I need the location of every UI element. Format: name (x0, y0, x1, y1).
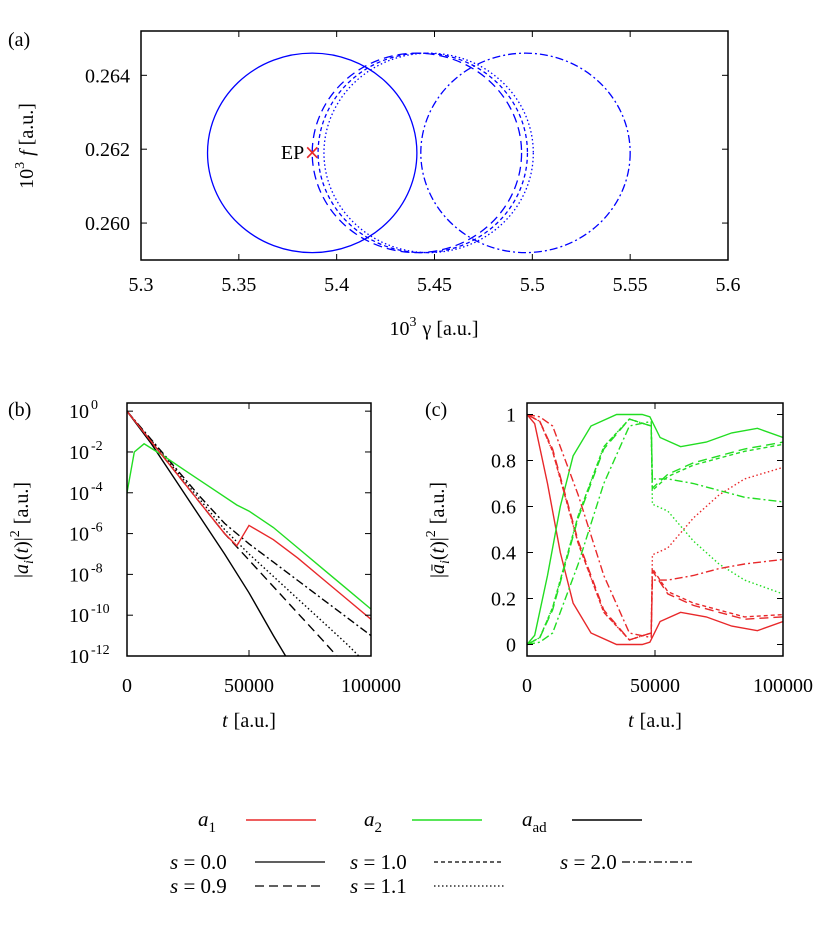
panel-c-ytick-label: 0 (506, 635, 516, 657)
panel-c-frame (526, 402, 784, 657)
panel-c-series-a1-s0-9 (527, 413, 783, 641)
panel-a-ticks: 5.3 5.35 5.4 5.45 5.5 5.55 5.6 0.260 0.262 0.264 (85, 31, 741, 296)
panel-a-curves (206, 52, 631, 254)
panel-a-xtick-label: 5.6 (716, 274, 741, 296)
panel-a-ylabel: 103f[a.u.] (13, 103, 38, 189)
panel-b-ytick-label: 10 (69, 646, 89, 668)
panel-c-ylabel: |āi(t)|2[a.u.] (424, 482, 453, 578)
panel-b-xtick-label: 50000 (224, 675, 274, 697)
panel-c-series-a2-s1-1 (527, 418, 783, 646)
panel-c-ytick-label: 0.8 (491, 451, 516, 473)
panel-c-series-a2-s2 (527, 420, 783, 646)
legend-style-label: s = 2.0 (560, 850, 617, 874)
panel-a-xtick-label: 5.35 (221, 274, 256, 296)
panel-b-ytick-exponent: -6 (91, 521, 103, 536)
legend-label-aad: aad (522, 807, 547, 836)
panel-b-ytick-exponent: 0 (91, 398, 98, 413)
legend-style-label: s = 0.0 (170, 850, 227, 874)
panel-a-ytick-label: 0.260 (85, 213, 130, 235)
panel-c-ytick-label: 0.6 (491, 497, 516, 519)
panel-c-xtick-label: 0 (522, 675, 532, 697)
panel-b-series-aad-s1-1 (127, 410, 360, 656)
ellipse-s-1-1 (323, 52, 534, 254)
panel-c-series-a2-s0-9 (527, 418, 783, 646)
panel-c-ytick-label: 0.4 (491, 543, 516, 565)
panel-c-series-a1-s2 (527, 413, 783, 639)
panel-a-ytick-label: 0.262 (85, 139, 130, 161)
panel-c-series-a1-s0 (527, 414, 783, 646)
panel-b-curves (127, 410, 371, 656)
panel-b-ytick-exponent: -10 (91, 602, 110, 617)
panel-c-xtick-label: 100000 (753, 675, 813, 697)
panel-a-ytick-label: 0.264 (85, 65, 130, 87)
panel-b-ytick-label: 10 (69, 483, 89, 505)
panel-b-series-aad-s2 (127, 410, 371, 637)
ellipse-s-2 (420, 52, 631, 254)
ellipse-s-0 (206, 52, 418, 254)
panel-b-series-a1-s0 (127, 410, 371, 620)
panel-label-c: (c) (425, 399, 447, 421)
panel-b-ytick-label: 10 (69, 401, 89, 423)
panel-b-ytick-label: 10 (69, 524, 89, 546)
legend-style-label: s = 1.1 (350, 874, 407, 898)
panel-c-ytick-label: 1 (506, 405, 516, 427)
panel-a-xtick-label: 5.55 (613, 274, 648, 296)
panel-a-xtick-label: 5.45 (417, 274, 452, 296)
panel-b-ytick-exponent: -4 (91, 480, 103, 495)
legend-style-label: s = 1.0 (350, 850, 407, 874)
legend-color-entries: a1 a2 aad (198, 807, 642, 836)
panel-b-ytick-exponent: -8 (91, 561, 103, 576)
panel-c-series-a2-s1 (527, 418, 783, 646)
panel-c-xtick-label: 50000 (630, 675, 680, 697)
panel-c-ytick-label: 0.2 (491, 589, 516, 611)
panel-b-series-aad-s0 (127, 410, 287, 656)
panel-b-series-a2-s0 (127, 442, 371, 610)
panel-b-ytick-label: 10 (69, 442, 89, 464)
panel-b-ylabel: |ai(t)|2[a.u.] (8, 482, 37, 578)
panel-c-plot: 0 50000 100000 0 0.2 0.4 0.6 0.8 1 t[a.u.] |āi(t… (424, 402, 813, 732)
panel-c-curves (527, 413, 783, 646)
panel-a-frame (140, 30, 729, 261)
panel-c-ticks: 0 50000 100000 0 0.2 0.4 0.6 0.8 1 (491, 403, 813, 697)
legend-label-a2: a2 (364, 807, 382, 836)
panel-b-ytick-label: 10 (69, 605, 89, 627)
legend-style-entries: s = 0.0 s = 1.0 s = 2.0 s = 0.9 s = 1.1 (170, 850, 692, 898)
ep-marker: × (304, 140, 321, 164)
panel-label-a: (a) (8, 29, 30, 51)
panel-a-xtick-label: 5.4 (324, 274, 349, 296)
panel-a-xtick-label: 5.5 (520, 274, 545, 296)
panel-c-series-a2-s0 (527, 413, 783, 645)
panel-c-xlabel: t[a.u.] (628, 710, 682, 732)
panel-b-xtick-label: 100000 (341, 675, 401, 697)
legend-label-a1: a1 (198, 807, 216, 836)
panel-b-xlabel: t[a.u.] (222, 710, 276, 732)
panel-b-ytick-exponent: -12 (91, 643, 110, 658)
panel-b-frame (126, 402, 372, 657)
panel-label-b: (b) (8, 399, 31, 421)
ellipse-s-1 (317, 52, 529, 254)
panel-a-xtick-label: 5.3 (129, 274, 154, 296)
panel-b-ytick-label: 10 (69, 564, 89, 586)
ep-label: EP (281, 142, 304, 164)
legend-style-label: s = 0.9 (170, 874, 227, 898)
panel-b-xtick-label: 0 (122, 675, 132, 697)
panel-b-ytick-exponent: -2 (91, 439, 103, 454)
